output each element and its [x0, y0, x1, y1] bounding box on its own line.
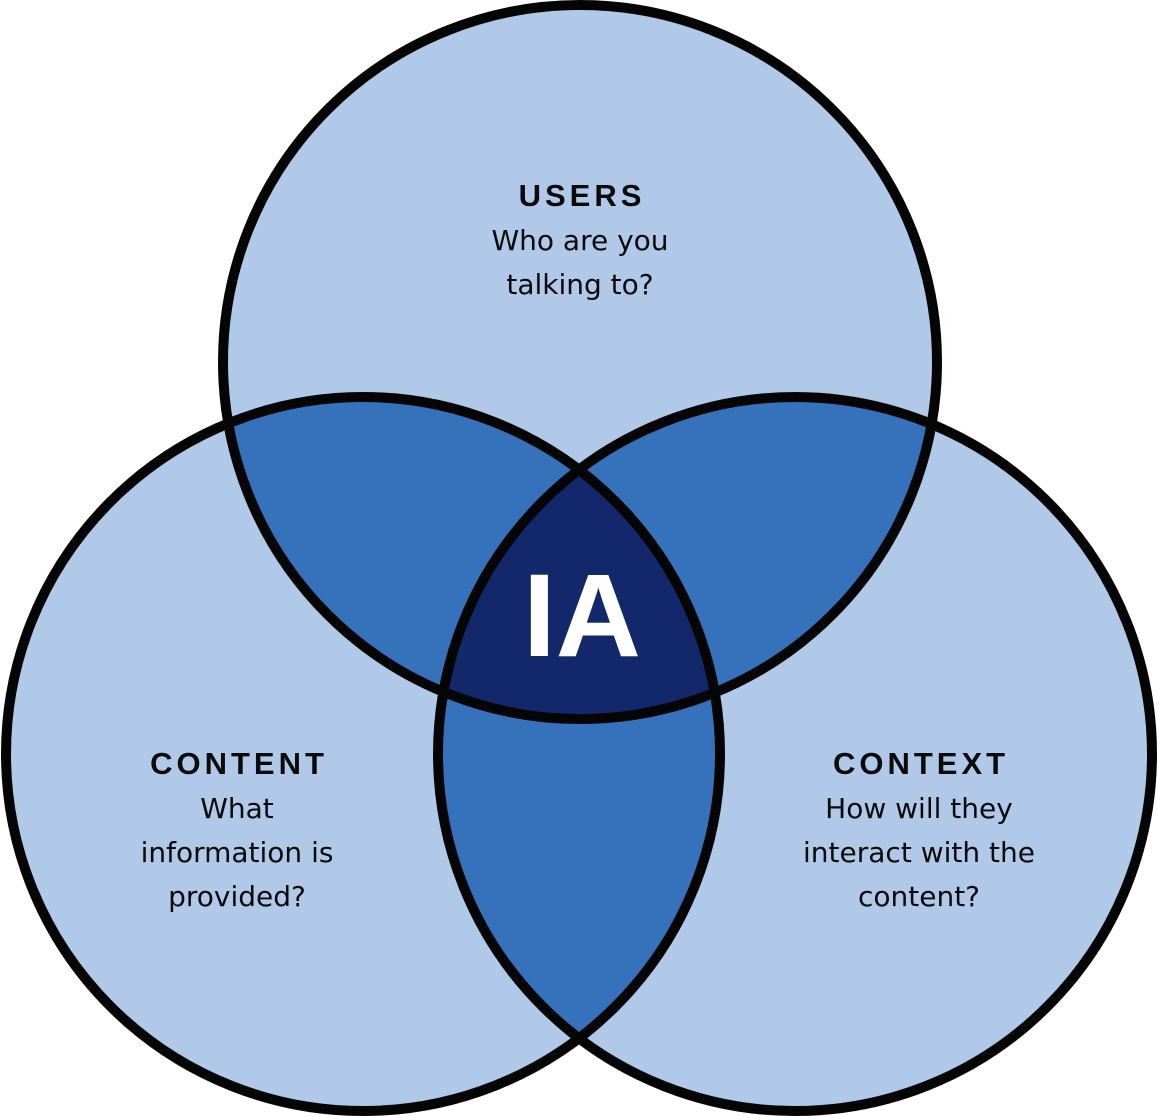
users-line-1: Who are you: [491, 224, 668, 257]
overlap-fills: [223, 397, 937, 1111]
context-line-2: interact with the: [803, 836, 1035, 869]
content-line-1: What: [200, 792, 274, 825]
content-text: CONTENT What information is provided?: [141, 746, 334, 913]
users-text: USERS Who are you talking to?: [491, 178, 668, 301]
content-line-3: provided?: [168, 880, 306, 913]
center-overlap: [438, 397, 720, 719]
content-title: CONTENT: [150, 746, 328, 781]
context-title: CONTEXT: [833, 746, 1009, 781]
context-outline: [433, 392, 1157, 1116]
users-outline: [218, 0, 942, 724]
users-line-2: talking to?: [506, 268, 653, 301]
center-label: IA: [523, 550, 641, 682]
content-line-2: information is: [141, 836, 334, 869]
context-text: CONTEXT How will they interact with the …: [803, 746, 1035, 913]
users-title: USERS: [519, 178, 646, 213]
content-outline: [1, 392, 725, 1116]
context-line-1: How will they: [825, 792, 1013, 825]
context-line-3: content?: [858, 880, 980, 913]
